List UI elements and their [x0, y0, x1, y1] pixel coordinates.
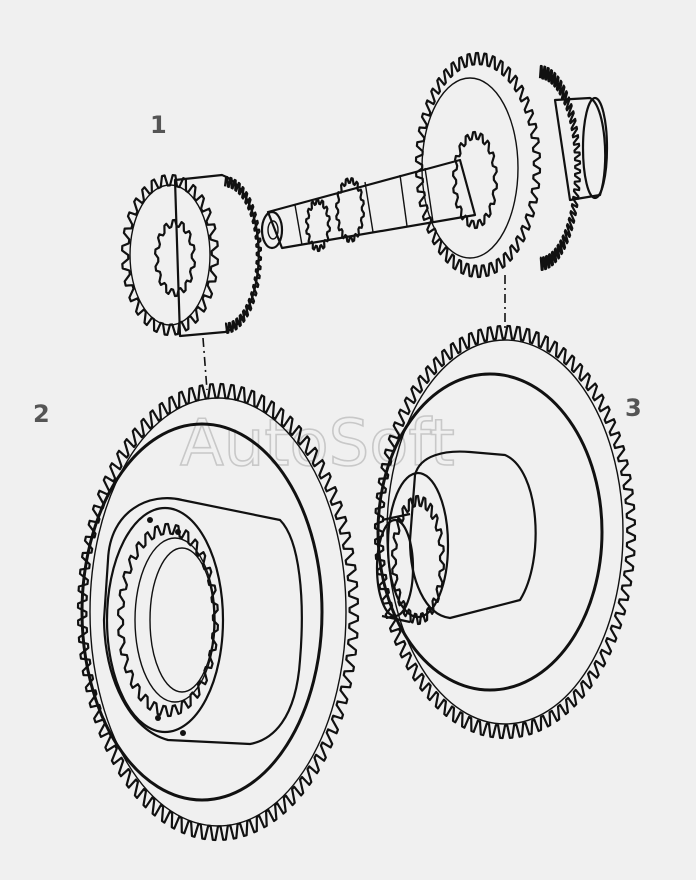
callout-label-3: 3 — [625, 394, 642, 422]
input-shaft-end-face — [260, 210, 284, 250]
large-gear-2-internal-spline — [117, 522, 219, 718]
input-shaft-step — [399, 174, 408, 227]
large-gear-3-root — [386, 339, 624, 725]
input-shaft-step — [294, 204, 303, 246]
large-gear-3-hub-body — [408, 450, 537, 620]
input-shaft-step — [424, 167, 434, 223]
large-gear-2 — [76, 382, 360, 842]
input-shaft-step — [364, 181, 374, 233]
leader-line-1-2 — [202, 337, 208, 391]
input-shaft-body — [266, 158, 477, 250]
large-gear-2-bolt-hole — [147, 517, 153, 523]
input-shaft-spline — [305, 197, 331, 253]
input-shaft-gear — [452, 130, 498, 230]
large-gear-2-bore — [134, 537, 216, 703]
input-shaft-large-gear — [414, 51, 542, 279]
input-shaft-tail-face — [581, 96, 609, 200]
large-gear-2-bolt-hole — [180, 730, 186, 736]
large-gear-3-stub-shaft — [375, 518, 415, 618]
large-gear-2-root — [89, 397, 347, 827]
large-gear-3 — [373, 324, 637, 740]
large-gear-2-bolt-hole — [175, 529, 181, 535]
input-shaft-end-bore — [267, 220, 279, 240]
large-gear-3-stub-shaft-edge — [381, 614, 411, 624]
input-shaft — [260, 51, 609, 279]
small-gear-1 — [121, 173, 263, 338]
input-shaft-large-gear-side — [538, 64, 582, 271]
callout-label-1: 1 — [150, 111, 167, 139]
large-gear-2-teeth — [76, 382, 360, 842]
input-shaft-spline — [335, 177, 365, 243]
small-gear-1-spline-bore — [154, 218, 196, 298]
large-gear-2-hub-outline — [102, 497, 303, 746]
small-gear-1-root — [129, 184, 211, 326]
large-gear-3-hub-face — [386, 471, 450, 619]
large-gear-3-web-rim — [376, 372, 604, 692]
small-gear-1-side-teeth — [223, 175, 263, 334]
large-gear-3-teeth — [373, 324, 637, 740]
input-shaft-large-gear-web — [421, 77, 519, 259]
callout-label-2: 2 — [33, 400, 50, 428]
large-gear-2-hub-face — [105, 506, 225, 734]
small-gear-1-face-teeth — [121, 174, 219, 336]
input-shaft-tail — [553, 96, 607, 202]
large-gear-2-bore-inner — [149, 547, 215, 693]
large-gear-3-pinion-teeth — [391, 494, 445, 626]
large-gear-2-bolt-hole — [155, 715, 161, 721]
large-gear-3-stub-shaft-edge — [381, 512, 411, 522]
large-gear-2-web-rim — [80, 422, 324, 802]
